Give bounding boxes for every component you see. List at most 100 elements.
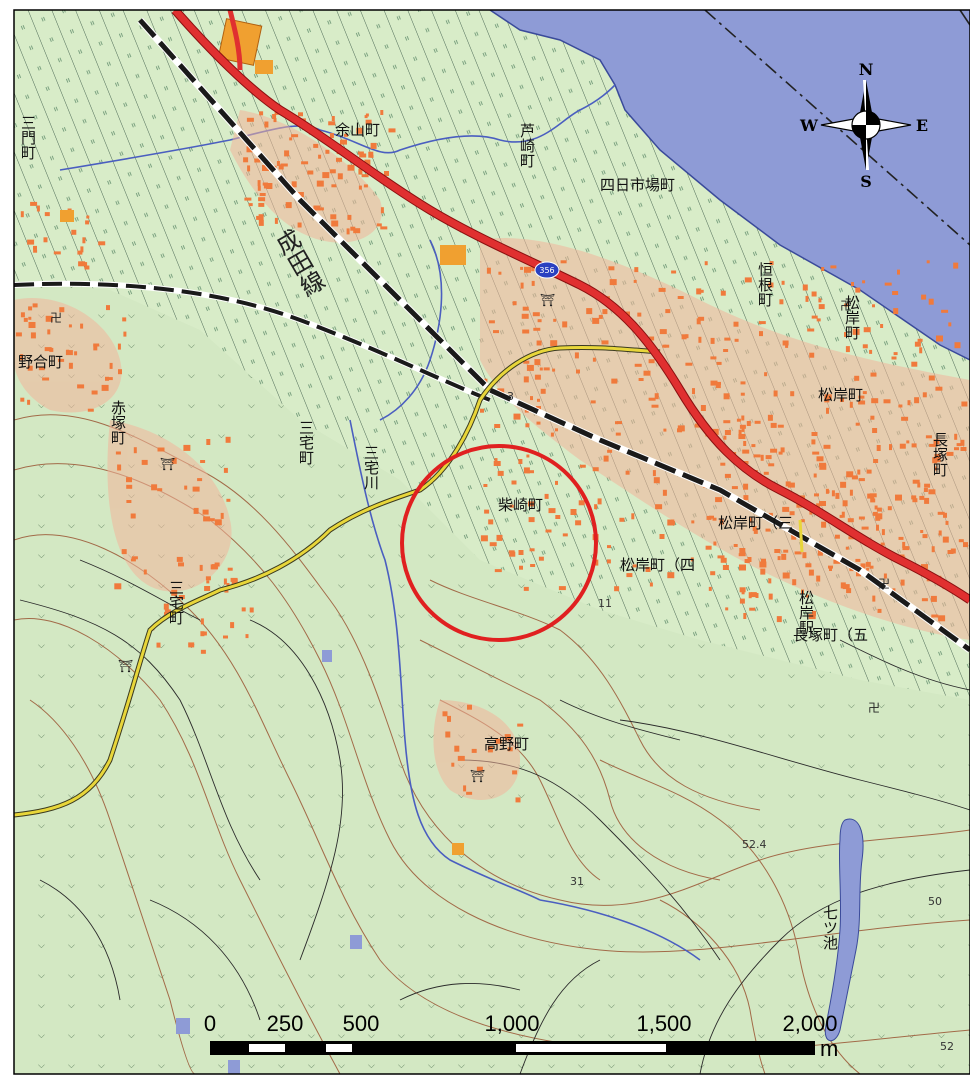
building: [241, 607, 246, 612]
shrine-icon: ⛩: [160, 457, 175, 471]
building: [614, 586, 620, 592]
building: [813, 473, 817, 478]
building: [845, 346, 850, 353]
building: [504, 734, 511, 741]
building: [32, 303, 38, 308]
building: [606, 559, 611, 564]
building: [716, 361, 722, 365]
building: [545, 529, 552, 533]
building: [368, 151, 374, 158]
building: [811, 432, 818, 436]
building: [895, 494, 902, 501]
river-shoreline: [489, 10, 970, 361]
building: [80, 246, 84, 253]
building: [141, 459, 148, 465]
building: [937, 511, 945, 515]
building: [782, 340, 789, 346]
building: [731, 486, 738, 490]
building: [192, 486, 200, 492]
building: [507, 747, 513, 752]
map-symbols: ⛩ ⛩ ⛩ ⛩ 卍 卍 卍 卍: [50, 293, 890, 783]
building: [872, 428, 878, 433]
building: [328, 121, 336, 126]
building: [792, 579, 797, 586]
building: [744, 559, 750, 563]
building: [30, 332, 36, 339]
building: [497, 388, 505, 394]
building: [598, 314, 603, 319]
building: [824, 394, 832, 400]
building: [595, 559, 599, 566]
building: [743, 495, 749, 501]
building: [258, 197, 266, 202]
building: [719, 519, 724, 525]
building: [527, 470, 534, 474]
building: [550, 340, 558, 347]
building: [521, 313, 529, 319]
building: [946, 451, 954, 456]
building: [80, 323, 84, 329]
building: [200, 460, 206, 463]
building: [906, 440, 910, 444]
building: [171, 589, 178, 596]
building: [773, 390, 778, 397]
building: [364, 115, 368, 119]
building: [540, 388, 546, 394]
building: [768, 282, 774, 288]
building: [851, 475, 858, 480]
building: [350, 226, 356, 231]
building: [898, 536, 904, 540]
building: [480, 535, 488, 542]
building: [849, 401, 853, 408]
building: [911, 361, 918, 367]
building: [941, 309, 949, 313]
building: [115, 451, 121, 455]
building: [921, 564, 928, 570]
building: [488, 320, 495, 324]
scale-label-500: 500: [343, 1011, 380, 1036]
building: [211, 564, 218, 570]
building: [704, 261, 708, 266]
label-matsugishi-3: 松岸町（三: [718, 514, 793, 532]
building: [592, 357, 596, 362]
building: [329, 133, 334, 139]
elevation-label: 52.4: [742, 838, 767, 851]
building: [126, 477, 132, 483]
building: [744, 277, 752, 283]
label-miyake-river: 三宅川: [362, 445, 380, 490]
label-akatsuka: 赤塚町: [109, 400, 127, 445]
building: [742, 449, 750, 454]
building: [712, 517, 717, 521]
building: [44, 347, 52, 352]
building: [723, 393, 730, 400]
building: [710, 380, 718, 386]
building: [471, 748, 477, 753]
building: [601, 340, 609, 345]
building: [755, 593, 759, 598]
building: [816, 318, 821, 322]
building: [662, 489, 667, 496]
facility-building: [217, 18, 263, 66]
building: [193, 507, 199, 514]
building: [496, 534, 503, 541]
building: [911, 495, 917, 500]
building: [553, 318, 557, 322]
building: [749, 517, 753, 523]
building: [833, 559, 841, 564]
scale-label-2000: 2,000: [782, 1011, 837, 1036]
building: [223, 635, 228, 639]
building: [259, 111, 264, 116]
building: [720, 290, 726, 296]
building: [724, 430, 731, 435]
label-miyake-north: 三宅町: [297, 420, 315, 465]
building: [892, 588, 896, 592]
building: [272, 114, 277, 119]
building: [876, 507, 882, 512]
building: [935, 386, 943, 391]
building: [869, 349, 873, 354]
building: [370, 142, 377, 149]
building: [919, 495, 925, 500]
building: [20, 211, 24, 218]
building: [887, 506, 892, 511]
building: [245, 634, 249, 639]
